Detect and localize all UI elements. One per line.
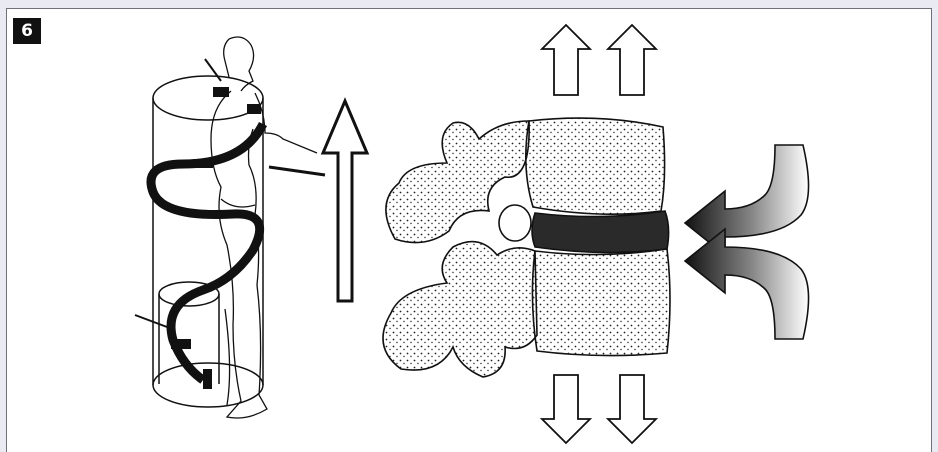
person-in-cylinder-icon	[135, 37, 325, 418]
up-arrow-icon	[323, 101, 367, 301]
upper-vertebra-body	[526, 118, 665, 214]
lower-vertebra-body	[532, 249, 670, 356]
curved-arrow-icon	[685, 229, 809, 339]
cylinder-top	[153, 76, 263, 120]
down-arrow-icon	[542, 375, 656, 443]
spine-vertebrae-icon	[383, 118, 670, 377]
figure-frame: 6	[6, 8, 932, 452]
figure-illustration	[7, 9, 932, 452]
intervertebral-disc	[532, 211, 669, 253]
curved-arrow-icon	[685, 145, 809, 255]
lower-vertebra-process	[383, 242, 537, 377]
up-arrow-icon	[542, 25, 656, 95]
figure-number-badge: 6	[13, 18, 41, 44]
